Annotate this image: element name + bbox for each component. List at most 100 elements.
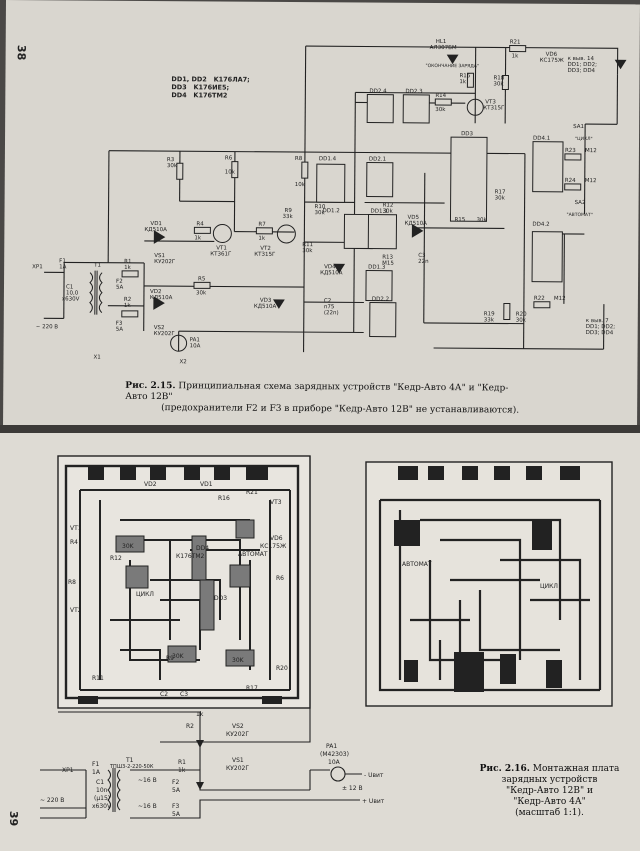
top-book-page: 38 DD1, DD2 K176ЛА7; DD3 K176ИЕ5; DD4 K1… <box>3 0 640 430</box>
pcb-label-c2: C2 <box>160 691 168 698</box>
label-r4v: 1k <box>194 235 202 241</box>
label-r19v: 33k <box>484 317 495 323</box>
wiring-labels: R2 1k VS2 КУ202Г R1 1k VS1 КУ202Г XP1 F1… <box>40 711 385 818</box>
label-r2: R2 <box>124 297 131 303</box>
pcb-label-vt2: VT2 <box>70 607 82 614</box>
label-sa1n: "ЦИКЛ" <box>575 136 593 142</box>
label-vd5t: КД510А <box>404 221 427 227</box>
label-r3: R3 <box>167 157 175 163</box>
label-c1u: x630V <box>62 296 80 302</box>
pcb-label-vd2: VD2 <box>144 481 157 488</box>
wiring-label-f1: F1 <box>92 761 99 768</box>
label-r19: R19 <box>484 311 495 317</box>
wiring-thyristors <box>196 740 204 790</box>
dd1-4-gate <box>316 163 346 203</box>
logic-blocks <box>316 94 564 338</box>
label-r14: R14 <box>435 93 446 99</box>
label-r22v: M12 <box>554 296 566 302</box>
pcb-label-r16: R16 <box>218 495 230 502</box>
pcb-label-vt3: VT3 <box>270 499 282 506</box>
schematic-diagram: XP1 F1 1A T1 C1 10,0 x630V ~ 220 В F2 5A… <box>32 39 627 365</box>
dd1-3-gate <box>365 270 393 302</box>
wiring-label-r1v: 1k <box>178 767 186 774</box>
pcb-chips <box>115 519 255 667</box>
label-dd11: DD1.1 <box>371 209 388 215</box>
label-r8: R8 <box>295 156 303 162</box>
label-r3v: 30k <box>167 163 178 169</box>
label-pwr-note: DD3; DD4 <box>567 68 595 74</box>
pcb-label-vd6t: КС175Ж <box>260 543 287 550</box>
wiring-label-xp1: XP1 <box>62 767 74 774</box>
label-vt3t: КТ315Г <box>483 105 505 111</box>
label-r24: R24 <box>565 178 576 184</box>
pcb-labels: АВТОМАТ ЦИКЛ VD2 VD1 R16 R21 VT3 VD6 КС1… <box>68 481 288 698</box>
wiring-label-vs1t: КУ202Г <box>226 765 249 772</box>
label-dd23: DD2.3 <box>405 89 423 95</box>
label-r18v: 30k <box>493 81 504 87</box>
pcb-traces <box>79 489 291 691</box>
label-r23v: M12 <box>585 148 597 154</box>
track-top-pads <box>398 466 580 480</box>
wiring-label-f2v: 5A <box>172 787 181 794</box>
label-f2v: 5A <box>116 285 124 291</box>
label-r24v: M12 <box>585 178 597 184</box>
label-r12: R12 <box>383 203 394 209</box>
label-c2: C2 <box>324 298 331 304</box>
pcb-pads-bottom <box>78 696 282 704</box>
pcb-label-r17: R17 <box>246 685 258 692</box>
label-r21: R21 <box>510 40 521 46</box>
label-vt2: VT2 <box>260 246 271 252</box>
pcb-label-r20: R20 <box>276 665 288 672</box>
wiring-label-r2: R2 <box>186 723 194 730</box>
label-c3v: 22n <box>418 259 429 265</box>
wiring-label-vs2t: КУ202Г <box>226 731 249 738</box>
pcb-label-30k: 30K <box>122 543 135 550</box>
label-f3v: 5A <box>116 327 124 333</box>
wiring-label-tap2: ~16 В <box>138 803 157 810</box>
caption-line: Монтажная плата <box>532 764 620 774</box>
label-vd1: VD1 <box>150 221 162 227</box>
label-c1: C1 <box>66 284 73 290</box>
label-dd12: DD1.2 <box>323 208 340 214</box>
track-traces <box>378 498 602 692</box>
label-gnd-note: к выв. 7 <box>586 318 609 324</box>
label-r15: R15 <box>454 217 465 223</box>
dd2-3-gate <box>402 94 430 124</box>
label-r23: R23 <box>565 148 576 154</box>
label-r21v: 1k <box>512 54 520 60</box>
label-vt1t: КТ361Г <box>210 251 232 257</box>
label-x1: X1 <box>93 355 100 361</box>
label-hl1: HL1 <box>436 39 447 45</box>
wiring-label-r1: R1 <box>178 759 186 766</box>
dd3-counter <box>449 136 488 222</box>
label-sa2n: "АВТОМАТ" <box>566 212 592 218</box>
wiring-label-r2v: 1k <box>196 711 204 718</box>
label-vd2t: КД510А <box>150 295 173 301</box>
wiring-label-vs1: VS1 <box>232 757 244 764</box>
schematic-labels: XP1 F1 1A T1 C1 10,0 x630V ~ 220 В F2 5A… <box>32 39 615 365</box>
label-vd5: VD5 <box>407 215 419 221</box>
label-r5: R5 <box>198 276 206 282</box>
pcb-track-side: АВТОМАТ ЦИКЛ <box>365 461 613 707</box>
label-r18: R18 <box>493 75 504 81</box>
label-vd4t: КД510А <box>320 270 343 276</box>
label-r14v: 30k <box>435 107 446 113</box>
pcb-label-dd4: DD4 <box>196 545 209 552</box>
wiring-label-pa1: PA1 <box>326 743 337 750</box>
label-hl1t: АЛ307БМ <box>430 45 457 51</box>
pcb-label-30k: 30K <box>232 657 245 664</box>
wiring-label-f3: F3 <box>172 803 179 810</box>
wiring-label-f1v: 1A <box>92 769 101 776</box>
wiring-label-f2: F2 <box>172 779 179 786</box>
label-pwr-note: DD1; DD2; <box>568 62 598 68</box>
resistors <box>121 45 582 321</box>
label-dd24: DD2.4 <box>369 89 387 95</box>
wiring-label-c1n: (µ15) <box>94 795 110 802</box>
label-r16: R16 <box>459 73 470 79</box>
label-r12v: 30k <box>383 209 394 215</box>
label-r15v: 30k <box>476 217 487 223</box>
wiring-label-c1: C1 <box>96 779 104 786</box>
label-vt1: VT1 <box>216 245 227 251</box>
label-r1v: 1k <box>124 265 132 271</box>
